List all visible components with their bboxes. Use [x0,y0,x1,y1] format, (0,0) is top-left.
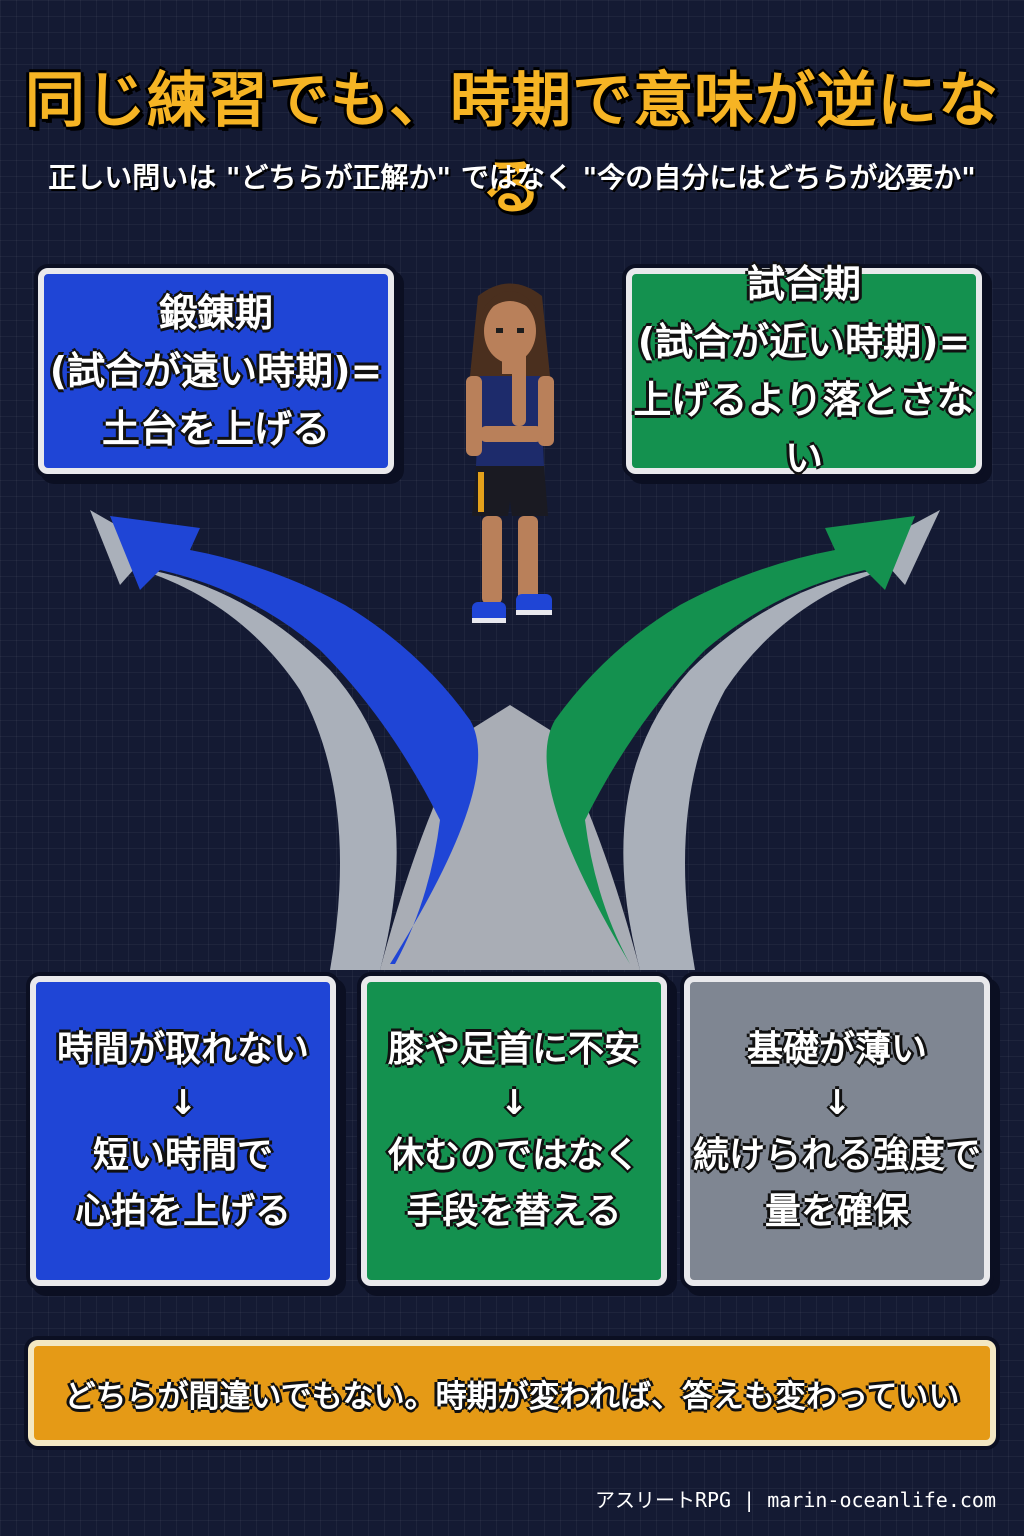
arrow-down-icon: ↓ [499,1083,529,1123]
credit-text: アスリートRPG | marin-oceanlife.com [594,1488,996,1512]
training-phase-goal: 土台を上げる [101,407,330,451]
tip-card-base: 基礎が薄い ↓ 続けられる強度で 量を確保 [684,976,990,1286]
competition-phase-goal: 上げるより落とさない [633,378,975,480]
tip-card-condition: 時間が取れない [56,1029,309,1070]
tip-card-action: 続けられる強度で [692,1135,981,1176]
fork-arrows-icon [90,510,940,970]
tip-card-joints: 膝や足首に不安 ↓ 休むのではなく 手段を替える [361,976,667,1286]
page-subtitle: 正しい問いは "どちらが正解か" ではなく "今の自分にはどちらが必要か" [48,161,976,194]
center-road [380,705,640,970]
tip-card-action: 休むのではなく [387,1135,640,1176]
tip-card-action: 手段を替える [406,1191,622,1232]
page-title: 同じ練習でも、時期で意味が逆になる [24,66,1000,223]
competition-phase-title: 試合期 [746,262,861,306]
tip-card-time: 時間が取れない ↓ 短い時間で 心拍を上げる [30,976,336,1286]
arrow-down-icon: ↓ [822,1083,852,1123]
green-arrow [623,510,940,970]
tip-card-condition: 膝や足首に不安 [387,1029,640,1070]
blue-arrow [90,510,397,970]
tip-card-condition: 基礎が薄い [746,1029,927,1070]
blue-arrow-fill [110,516,479,964]
competition-phase-desc: (試合が近い時期)= [637,320,971,364]
training-phase-desc: (試合が遠い時期)= [49,349,383,393]
green-arrow-fill [546,516,915,964]
tip-card-action: 短い時間で [92,1135,273,1176]
competition-phase-panel: 試合期 (試合が近い時期)= 上げるより落とさない [626,262,982,480]
training-phase-title: 鍛錬期 [158,291,273,335]
athlete-figure-icon [466,283,554,623]
conclusion-banner: どちらが間違いでもない。時期が変われば、答えも変わっていい [28,1340,996,1446]
tip-card-action: 心拍を上げる [74,1191,291,1232]
training-phase-panel: 鍛錬期 (試合が遠い時期)= 土台を上げる [38,268,394,474]
tip-card-action: 量を確保 [764,1191,909,1232]
arrow-down-icon: ↓ [168,1083,198,1123]
